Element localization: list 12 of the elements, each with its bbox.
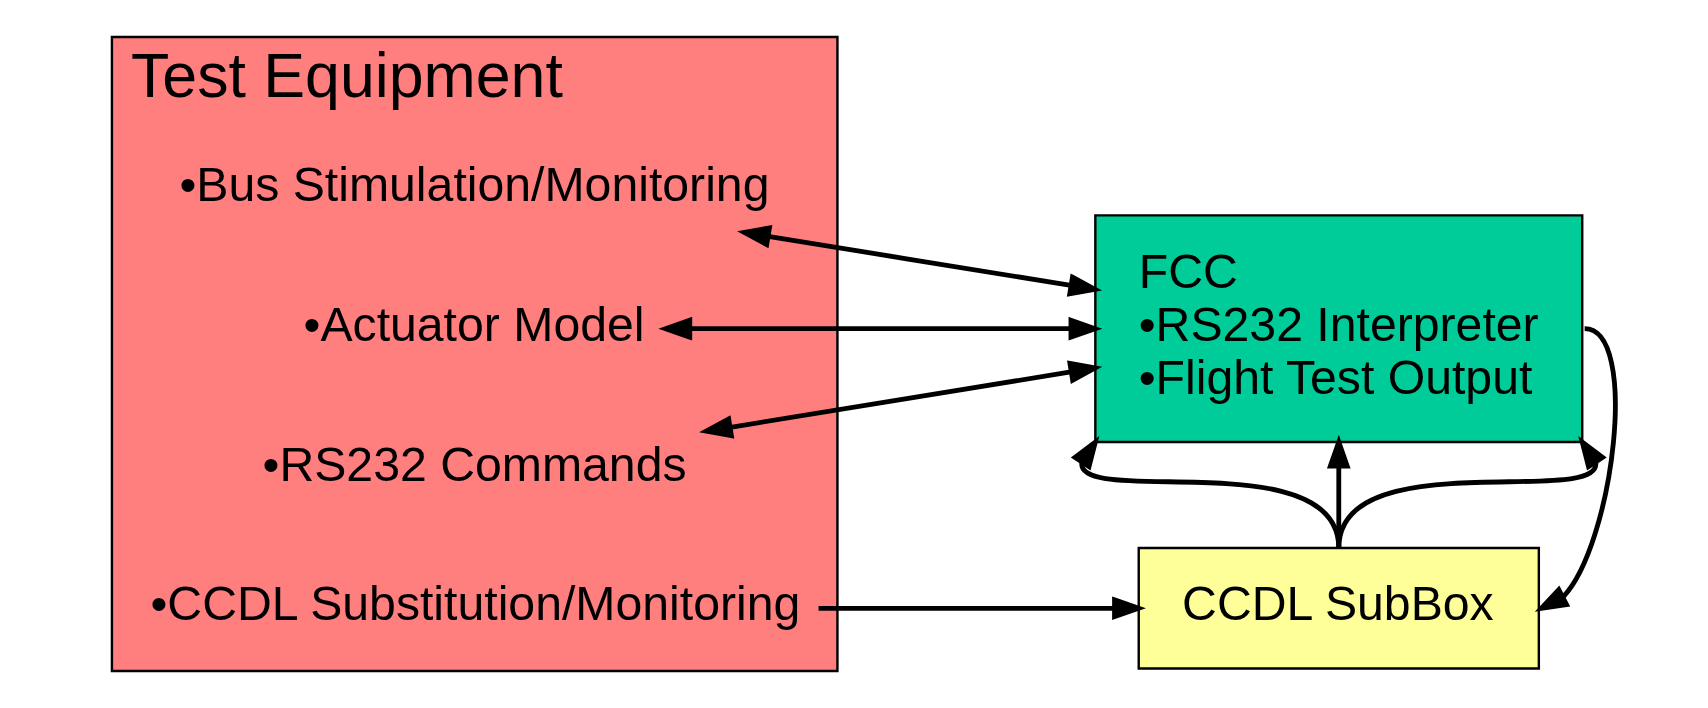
arrow <box>1534 326 1618 612</box>
node-text: •Actuator Model <box>303 296 645 351</box>
node-text: •RS232 Commands <box>262 436 687 491</box>
arrow <box>657 316 1102 341</box>
node-text: •CCDL Substitution/Monitoring <box>149 576 800 631</box>
arrow <box>698 360 1102 439</box>
node-box: CCDL SubBox <box>1137 546 1540 670</box>
node-text: •Bus Stimulation/Monitoring <box>178 156 769 211</box>
node-box: FCC •RS232 Interpreter •Flight Test Output <box>1093 214 1583 444</box>
arrow <box>736 224 1102 297</box>
arrow <box>1335 435 1607 549</box>
arrow <box>818 596 1146 621</box>
